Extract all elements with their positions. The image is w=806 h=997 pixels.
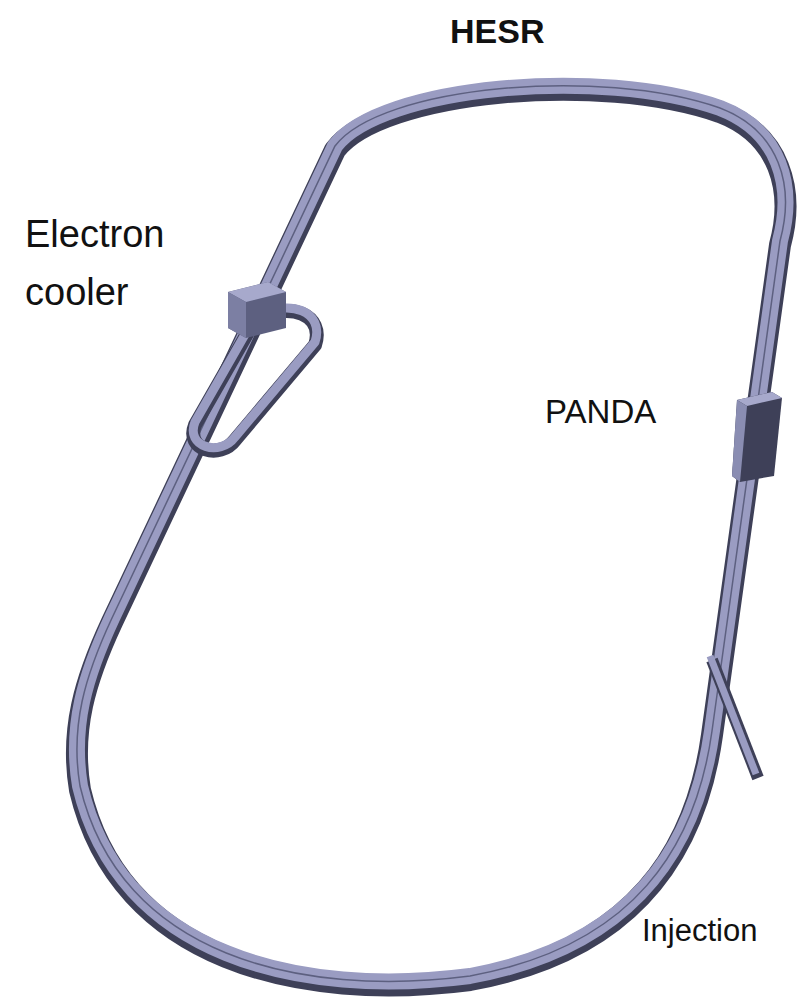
cooler-box-front [228,292,246,338]
track-line [77,86,786,982]
panda-box-side [732,392,782,482]
ring-surface [77,86,786,982]
injection-label: Injection [642,912,802,950]
panda-box-front [732,400,747,482]
diagram-title: HESR [450,12,544,51]
panda-box-top [737,392,782,406]
cooler-label: Electron cooler [25,205,200,321]
panda-label: PANDA [545,392,725,432]
cooler-box-side [228,282,286,338]
injection-line [710,656,756,774]
